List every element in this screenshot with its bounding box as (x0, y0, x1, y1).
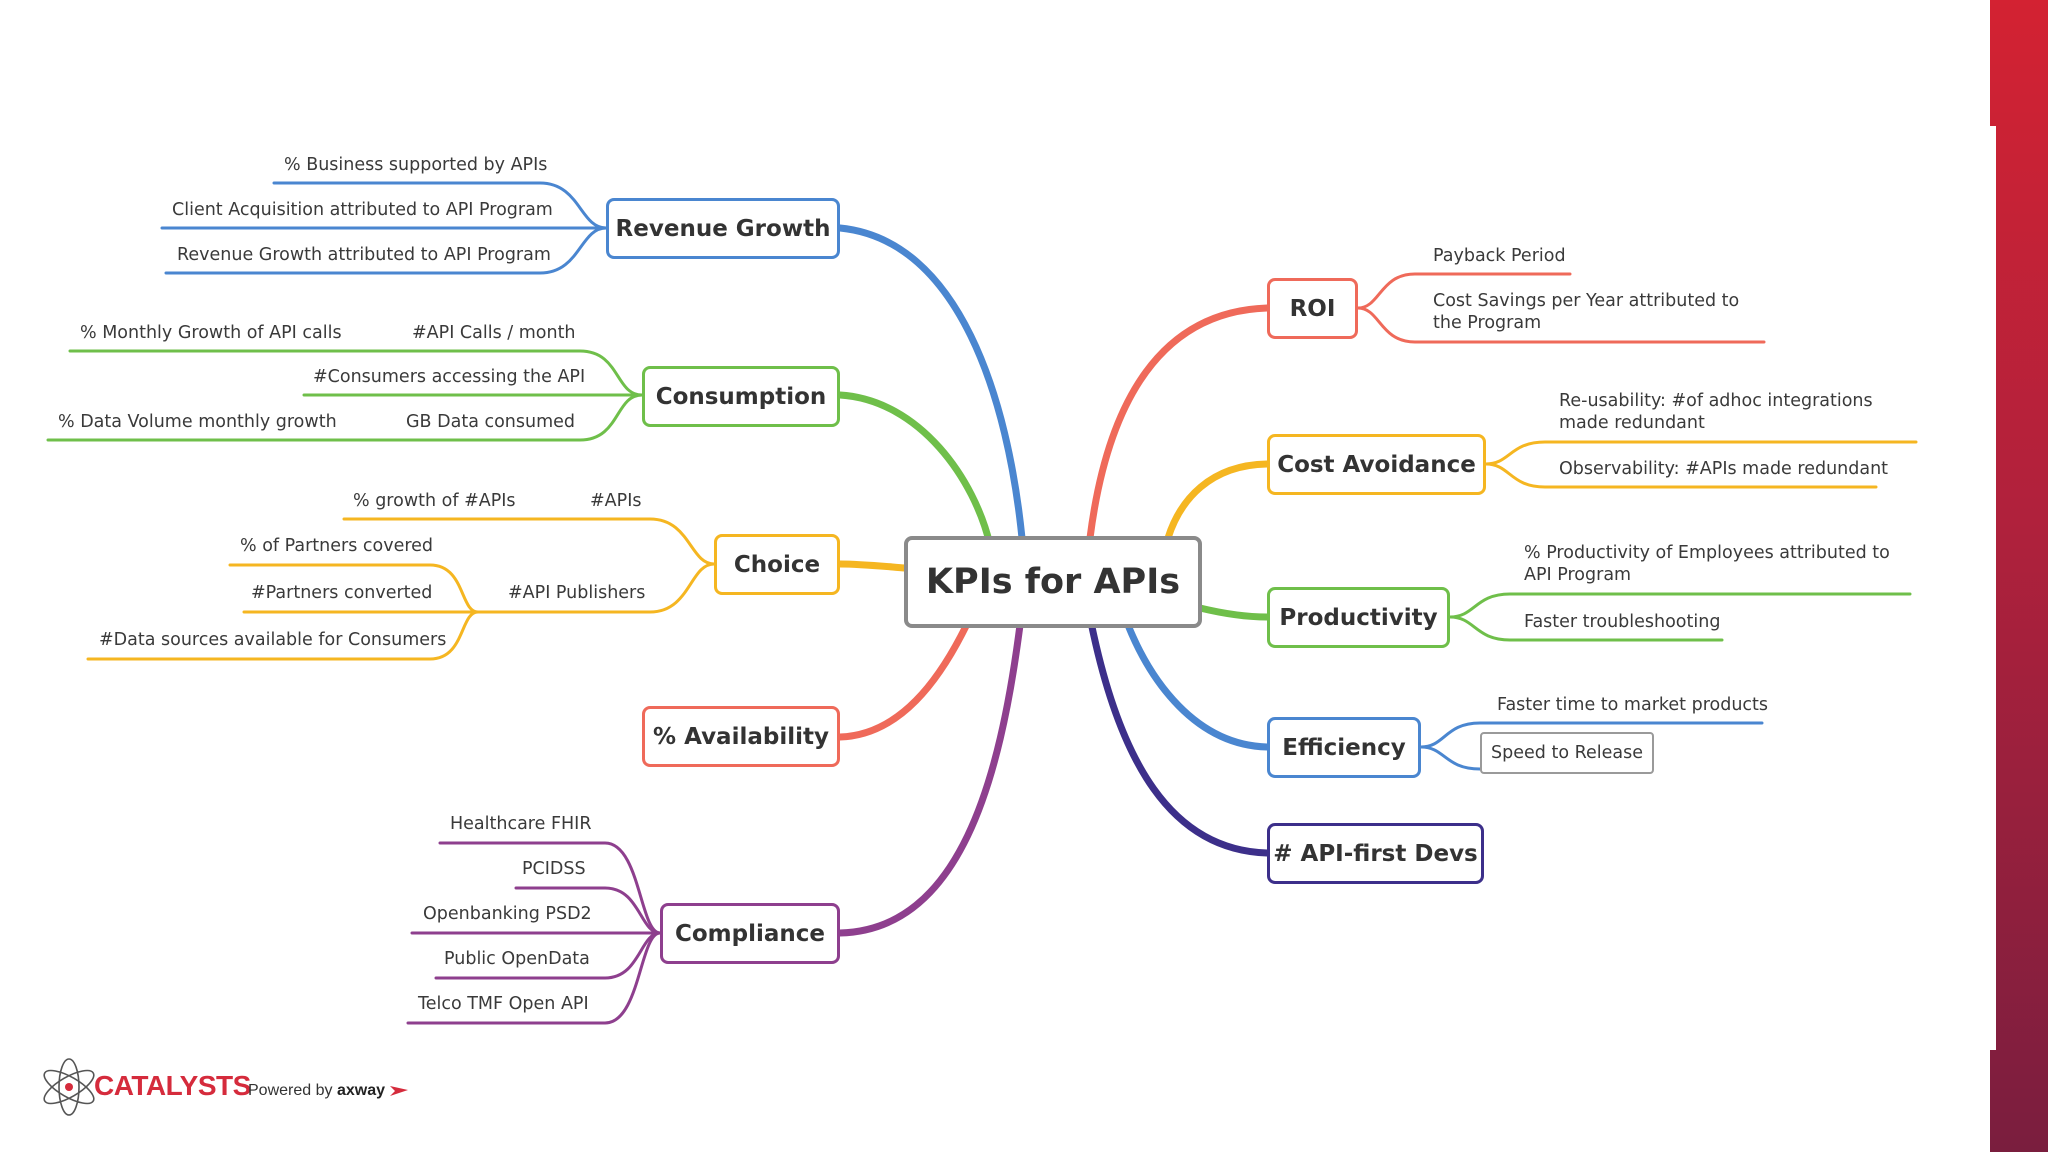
eff-leaf-line-1 (1419, 721, 1764, 749)
branch-revenue-growth[interactable]: Revenue Growth (606, 198, 840, 259)
prod-leaf-line-2 (1448, 615, 1724, 642)
catalysts-atom-icon (43, 1058, 95, 1116)
branch-choice[interactable]: Choice (714, 534, 840, 595)
cons-leaf-line-3 (46, 393, 644, 442)
branch-compliance[interactable]: Compliance (660, 903, 840, 964)
choice-sub-line-1 (228, 563, 480, 614)
leaf-faster-time-to-market[interactable]: Faster time to market products (1497, 695, 1769, 715)
choice-leaf-line-1 (342, 517, 716, 566)
trunk-api-first (1088, 623, 1271, 857)
leaf-pcidss[interactable]: PCIDSS (522, 859, 586, 879)
branch-api-first-devs[interactable]: # API-first Devs (1267, 823, 1484, 884)
leaf-openbanking-psd2[interactable]: Openbanking PSD2 (423, 904, 592, 924)
axway-mark-icon (390, 1085, 409, 1096)
trunk-cost-avoidance (1164, 460, 1271, 542)
choice-leaf-line-2 (476, 562, 716, 614)
eff-leaf-line-2 (1419, 745, 1484, 771)
trunk-revenue-growth (836, 224, 1026, 542)
branch-cost-avoidance[interactable]: Cost Avoidance (1267, 434, 1486, 495)
leaf-api-calls-month[interactable]: #API Calls / month (412, 323, 576, 343)
leaf-reusability[interactable]: Re-usability: #of adhoc integrations mad… (1559, 391, 1873, 433)
side-accent-band (1990, 0, 2048, 1152)
powered-by-text: Powered by axway (248, 1082, 409, 1100)
branch-consumption[interactable]: Consumption (642, 366, 840, 427)
leaf-productivity-employees[interactable]: % Productivity of Employees attributed t… (1524, 543, 1890, 585)
leaf-faster-troubleshooting[interactable]: Faster troubleshooting (1524, 612, 1721, 632)
leaf-payback-period[interactable]: Payback Period (1433, 246, 1566, 266)
leaf-partners-converted[interactable]: #Partners converted (251, 583, 433, 603)
trunk-roi (1086, 304, 1271, 542)
trunk-availability (836, 618, 972, 741)
rev-leaf-line-3 (164, 226, 608, 275)
ca-leaf-line-1 (1484, 440, 1918, 466)
trunk-consumption (836, 391, 994, 549)
side-accent-divider (1990, 126, 1996, 1050)
leaf-gb-data-consumed[interactable]: GB Data consumed (406, 412, 576, 432)
leaf-client-acquisition[interactable]: Client Acquisition attributed to API Pro… (172, 200, 553, 220)
trunk-productivity (1196, 604, 1271, 621)
leaf-healthcare-fhir[interactable]: Healthcare FHIR (450, 814, 592, 834)
leaf-growth-of-apis[interactable]: % growth of #APIs (353, 491, 516, 511)
catalysts-logo-text: CATALYSTS (94, 1070, 251, 1101)
leaf-api-publishers[interactable]: #API Publishers (508, 583, 646, 603)
leaf-partners-covered[interactable]: % of Partners covered (240, 536, 434, 556)
footer-branding: CATALYSTS Powered by axway (38, 1056, 438, 1116)
trunk-efficiency (1124, 621, 1271, 751)
branch-availability[interactable]: % Availability (642, 706, 840, 767)
roi-leaf-line-1 (1356, 272, 1572, 310)
ca-leaf-line-2 (1484, 462, 1878, 489)
branch-roi[interactable]: ROI (1267, 278, 1358, 339)
leaf-data-sources[interactable]: #Data sources available for Consumers (99, 630, 447, 650)
leaf-cost-savings[interactable]: Cost Savings per Year attributed to the … (1433, 291, 1740, 333)
cons-leaf-line-1 (68, 349, 644, 397)
leaf-telco-tmf[interactable]: Telco TMF Open API (418, 994, 589, 1014)
leaf-speed-to-release[interactable]: Speed to Release (1480, 732, 1654, 774)
leaf-consumers-accessing[interactable]: #Consumers accessing the API (313, 367, 586, 387)
trunk-choice (836, 560, 909, 572)
leaf-business-supported[interactable]: % Business supported by APIs (284, 155, 548, 175)
trunk-compliance (836, 621, 1024, 937)
leaf-monthly-growth-calls[interactable]: % Monthly Growth of API calls (80, 323, 342, 343)
comp-leaf-line-5 (406, 931, 662, 1025)
central-topic[interactable]: KPIs for APIs (904, 536, 1202, 628)
roi-leaf-line-2 (1356, 306, 1766, 344)
choice-sub-line-3 (86, 610, 480, 661)
branch-efficiency[interactable]: Efficiency (1267, 717, 1421, 778)
prod-leaf-line-1 (1448, 592, 1912, 619)
leaf-revenue-growth-attributed[interactable]: Revenue Growth attributed to API Program (177, 245, 551, 265)
leaf-public-opendata[interactable]: Public OpenData (444, 949, 590, 969)
leaf-data-volume-growth[interactable]: % Data Volume monthly growth (58, 412, 337, 432)
comp-leaf-line-2 (514, 886, 662, 935)
rev-leaf-line-1 (272, 181, 608, 230)
comp-leaf-line-1 (438, 841, 662, 935)
powered-by-label: Powered by (248, 1082, 333, 1099)
axway-logo-text: axway (336, 1082, 385, 1099)
leaf-apis-count[interactable]: #APIs (590, 491, 642, 511)
branch-productivity[interactable]: Productivity (1267, 587, 1450, 648)
leaf-observability[interactable]: Observability: #APIs made redundant (1559, 459, 1889, 479)
